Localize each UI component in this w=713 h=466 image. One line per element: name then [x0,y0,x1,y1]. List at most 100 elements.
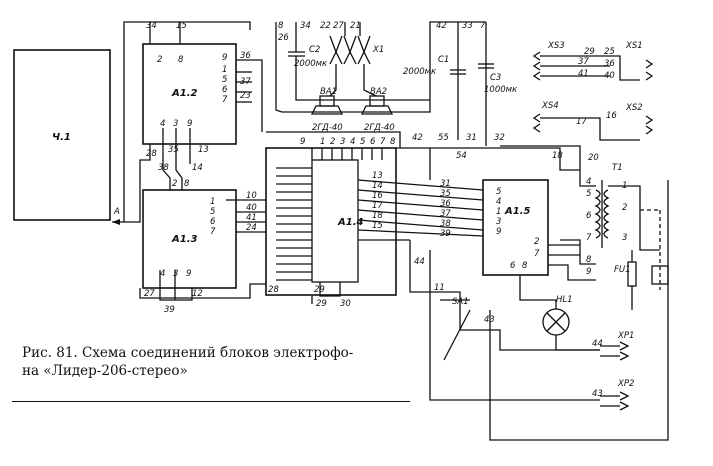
xp1-label: XP1 [617,331,634,341]
pin-label: 2 [534,237,539,247]
pin-label: 5 [496,187,501,197]
arrow-a-label: A [113,207,120,217]
wire-label: 29 [316,299,327,309]
pin-label: 8 [184,179,190,189]
wire-label: 40 [604,71,615,81]
pin-label: 6 [510,261,516,271]
labels: 34 15 8 26 34 22 27 21 42 33 7 C2 2000мк… [113,21,643,399]
wire-label: 13 [198,145,209,155]
pin-label: 7 [534,249,540,259]
pin-label: 7 [210,227,216,237]
xs2-label: XS2 [625,103,643,113]
pin-label: 8 [586,255,592,265]
wire-label: 32 [494,133,505,143]
c3-label: C3 [490,73,501,83]
pin-label: 4 [160,269,165,279]
figure-caption: Рис. 81. Схема соединений блоков электро… [22,344,422,380]
wire-label: 16 [606,111,617,121]
pin-label: 14 [372,181,383,191]
block-a14-label: А1.4 [337,217,363,228]
c2-label: C2 [309,45,320,55]
pin-label: 6 [222,85,228,95]
wire-label: 28 [146,149,157,159]
hl1-label: HL1 [556,295,573,305]
pin-label: 8 [522,261,528,271]
wire-label: 36 [440,199,451,209]
pin-label: 3 [340,137,345,147]
wire-label: 36 [240,51,251,61]
wire-label: 20 [588,153,599,163]
wire-label: 39 [164,305,175,315]
xs3-label: XS3 [547,41,565,51]
pin-label: 4 [586,177,591,187]
block-ch1-label: Ч.1 [52,132,71,143]
wiring [112,21,669,441]
pin-label: 8 [178,55,184,65]
fu1-label: FU1 [614,265,631,275]
pin-label: 5 [360,137,365,147]
wire-label: 30 [340,299,351,309]
wire-label: 25 [604,47,615,57]
pin-label: 5 [222,75,227,85]
pin-label: 5 [586,189,591,199]
xs4-label: XS4 [541,101,559,111]
pin-label: 18 [372,211,383,221]
wire-label: 43 [484,315,495,325]
wire-label: 17 [576,117,587,127]
pin-label: 6 [586,211,592,221]
wire-label: 37 [240,77,251,87]
wire-label: 34 [146,21,157,31]
pin-label: 16 [372,191,383,201]
block-a12-label: А1.2 [171,88,197,99]
wire-label: 43 [592,389,603,399]
c1-value: 2000мк [403,67,437,77]
pin-label: 4 [496,197,501,207]
pin-label: 2 [330,137,335,147]
pin-label: 2 [157,55,162,65]
pin-label: 6 [370,137,376,147]
block-a12: А1.2 [142,43,237,145]
wire-label: 27 [144,289,155,299]
x1-label: X1 [372,45,384,55]
wire-label: 7 [480,21,486,31]
wire-label: 42 [436,21,447,31]
pin-label: 17 [372,201,383,211]
wire-label: 27 [333,21,344,31]
pin-label: 9 [222,53,227,63]
pin-label: 2 [172,179,177,189]
pin-label: 15 [372,221,383,231]
pin-label: 1 [210,197,215,207]
wire-label: 40 [246,203,257,213]
pin-label: 7 [222,95,228,105]
wire-label: 10 [246,191,257,201]
c2-value: 2000мк [294,59,328,69]
xs1-label: XS1 [625,41,643,51]
wire-label: 24 [246,223,257,233]
ba2-type: 2ГД-40 [364,123,395,133]
wire-label: 54 [456,151,467,161]
wire-label: 31 [440,179,451,189]
c3-value: 1000мк [484,85,518,95]
wire-label: 26 [278,33,289,43]
caption-rule [12,401,410,402]
pin-label: 1 [496,207,501,217]
wire-label: 35 [168,145,179,155]
wire-label: 35 [440,189,451,199]
wire-label: 29 [584,47,595,57]
wire-label: 23 [240,91,251,101]
pin-label: 9 [186,269,191,279]
wire-label: 34 [300,21,311,31]
pin-label: 7 [586,233,592,243]
pin-label: 3 [173,119,178,129]
wire-label: 12 [192,289,203,299]
pin-label: 3 [173,269,178,279]
wire-label: 37 [440,209,451,219]
wire-label: 11 [434,283,445,293]
block-a15: А1.5 [482,179,549,276]
wire-label: 38 [440,219,451,229]
pin-label: 4 [160,119,165,129]
wire-label: 44 [592,339,603,349]
wire-label: 29 [314,285,325,295]
pin-label: 9 [187,119,192,129]
